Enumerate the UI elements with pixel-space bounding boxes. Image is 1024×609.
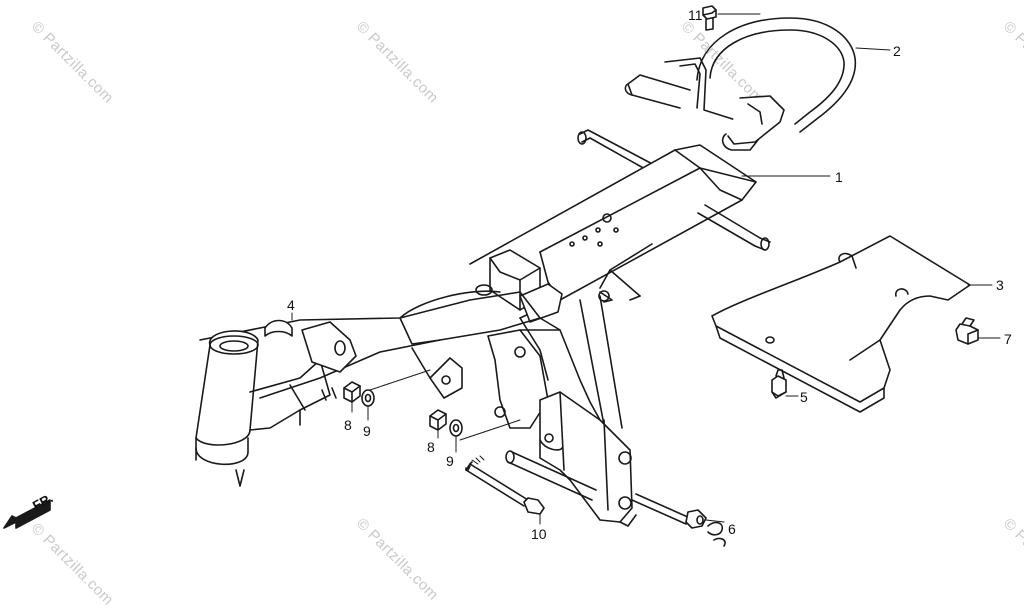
bolt-10	[465, 461, 545, 515]
callout-11: 11	[688, 7, 703, 23]
callout-3: 3	[996, 277, 1004, 293]
grab-rail-2	[624, 17, 857, 151]
callout-7: 7	[1004, 331, 1012, 347]
callout-4: 4	[287, 297, 295, 313]
callout-2: 2	[893, 43, 901, 59]
callout-9: 9	[446, 453, 454, 469]
washer-9-right	[449, 419, 463, 437]
bolt-7	[955, 317, 979, 345]
washer-9-left	[361, 389, 375, 407]
bolt-11	[702, 5, 717, 31]
main-frame-1	[195, 129, 771, 527]
front-arrow-icon	[3, 499, 51, 529]
parts-diagram: © Partzilla.com © Partzilla.com © Partzi…	[3, 5, 1024, 609]
callout-6: 6	[728, 521, 736, 537]
callout-1: 1	[835, 169, 843, 185]
nut-8-right	[429, 409, 447, 431]
bolt-6	[631, 493, 726, 547]
cap-4	[264, 319, 293, 337]
callout-5: 5	[800, 389, 808, 405]
callout-8: 8	[344, 417, 352, 433]
callout-8: 8	[427, 439, 435, 455]
leader-lines	[291, 13, 1001, 525]
callout-10: 10	[531, 526, 547, 542]
nut-8-left	[343, 381, 361, 403]
frame-drawing	[3, 5, 1001, 547]
bolt-5	[771, 369, 787, 399]
callout-9: 9	[363, 423, 371, 439]
skid-plate-3	[711, 235, 971, 413]
